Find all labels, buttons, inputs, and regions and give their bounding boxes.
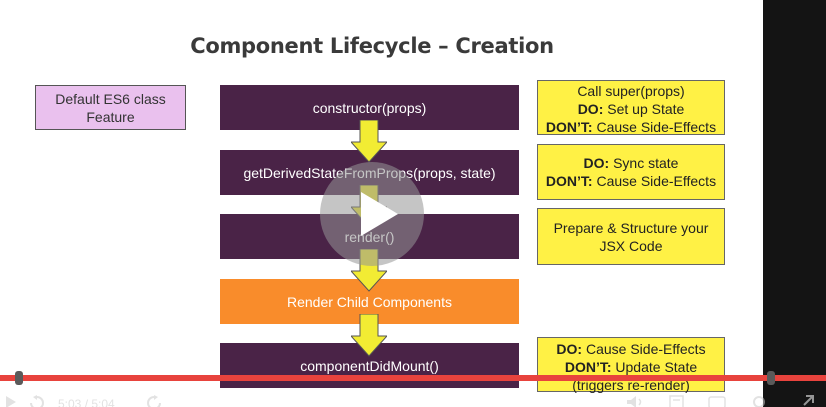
- down-arrow-icon: [351, 120, 387, 163]
- expand-icon[interactable]: [796, 395, 814, 407]
- play-pause-icon[interactable]: [4, 395, 22, 407]
- player-controls: 5:03 / 5:04: [0, 384, 826, 407]
- notes-icon[interactable]: [668, 395, 686, 407]
- note-line: Call super(props): [577, 83, 685, 99]
- progress-start-handle[interactable]: [15, 371, 23, 385]
- es6-class-feature-box: Default ES6 class Feature: [35, 85, 186, 130]
- lecture-slide: Component Lifecycle – Creation Default E…: [35, 34, 725, 393]
- play-button[interactable]: [320, 162, 424, 266]
- note-line: DO: Sync state: [583, 155, 679, 171]
- note-line: DO: Cause Side-Effects: [556, 341, 706, 357]
- note-line: Prepare & Structure your: [553, 220, 709, 236]
- rewind-icon[interactable]: [28, 395, 46, 407]
- play-icon: [361, 192, 398, 236]
- note-render: Prepare & Structure your JSX Code: [537, 208, 725, 265]
- note-component-did-mount: DO: Cause Side-Effects DON’T: Update Sta…: [537, 337, 725, 393]
- es6-label-line-1: Default ES6 class: [55, 91, 166, 107]
- progress-end-handle[interactable]: [767, 371, 775, 385]
- note-line: DON’T: Cause Side-Effects: [545, 173, 717, 189]
- es6-label-line-2: Feature: [86, 109, 135, 125]
- settings-icon[interactable]: [750, 395, 768, 407]
- note-line: DO: Set up State: [577, 101, 685, 117]
- note-get-derived-state: DO: Sync state DON’T: Cause Side-Effects: [537, 144, 725, 200]
- note-line: JSX Code: [599, 238, 663, 254]
- slide-title: Component Lifecycle – Creation: [190, 34, 554, 58]
- down-arrow-icon: [351, 314, 387, 357]
- volume-icon[interactable]: [626, 395, 644, 407]
- note-line: DON’T: Cause Side-Effects: [545, 119, 717, 135]
- forward-icon[interactable]: [145, 395, 163, 407]
- note-line: (triggers re-render): [572, 377, 690, 393]
- playback-time: 5:03 / 5:04: [58, 397, 115, 407]
- note-line: DON’T: Update State: [564, 359, 698, 375]
- progress-bar[interactable]: [0, 375, 826, 381]
- captions-icon[interactable]: [708, 395, 726, 407]
- note-constructor: Call super(props) DO: Set up State DON’T…: [537, 80, 725, 135]
- player-side-panel: [763, 0, 826, 407]
